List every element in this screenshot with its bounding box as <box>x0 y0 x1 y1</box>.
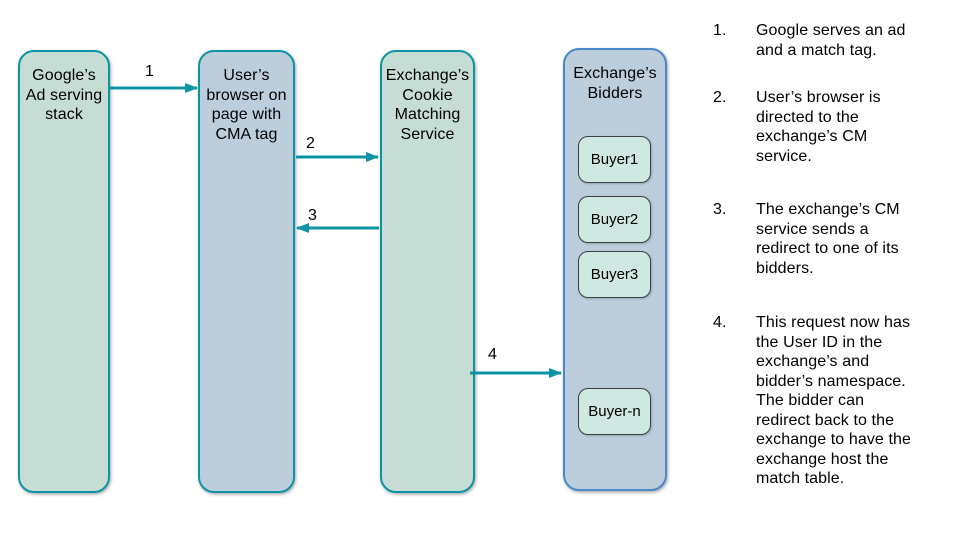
arrow-label-2: 2 <box>306 135 315 152</box>
arrow-label-3: 3 <box>308 207 317 224</box>
buyer3-box: Buyer3 <box>578 251 651 298</box>
note-number: 1. <box>713 22 727 39</box>
note-text: User’s browser is directed to the exchan… <box>756 89 881 165</box>
box-title-browser: User’s browser on page with CMA tag <box>206 67 287 143</box>
note-text: Google serves an ad and a match tag. <box>756 22 906 59</box>
note-number: 4. <box>713 314 727 331</box>
buyer2-box: Buyer2 <box>578 196 651 243</box>
note-text: The exchange’s CM service sends a redire… <box>756 201 900 277</box>
box-title-bidders: Exchange’s Bidders <box>573 65 657 102</box>
arrow-label-4: 4 <box>488 346 497 363</box>
box-cookie-matching-service: Exchange’s Cookie Matching Service <box>380 50 475 493</box>
note-item-4: 4. This request now has the User ID in t… <box>713 313 951 489</box>
note-number: 2. <box>713 89 727 106</box>
buyer1-box: Buyer1 <box>578 136 651 183</box>
arrow-label-1: 1 <box>145 63 154 80</box>
box-title-google: Google’s Ad serving stack <box>25 67 103 123</box>
notes-list: 1. Google serves an ad and a match tag. … <box>713 0 958 540</box>
buyer-n-box: Buyer-n <box>578 388 651 435</box>
box-google-ad-serving-stack: Google’s Ad serving stack <box>18 50 110 493</box>
note-item-3: 3. The exchange’s CM service sends a red… <box>713 200 951 278</box>
note-number: 3. <box>713 201 727 218</box>
box-title-cm-service: Exchange’s Cookie Matching Service <box>385 67 470 143</box>
box-exchange-bidders: Exchange’s Bidders Buyer1 Buyer2 Buyer3 … <box>563 48 667 491</box>
note-item-1: 1. Google serves an ad and a match tag. <box>713 21 951 60</box>
note-text: This request now has the User ID in the … <box>756 314 912 487</box>
box-user-browser: User’s browser on page with CMA tag <box>198 50 295 493</box>
note-item-2: 2. User’s browser is directed to the exc… <box>713 88 951 166</box>
